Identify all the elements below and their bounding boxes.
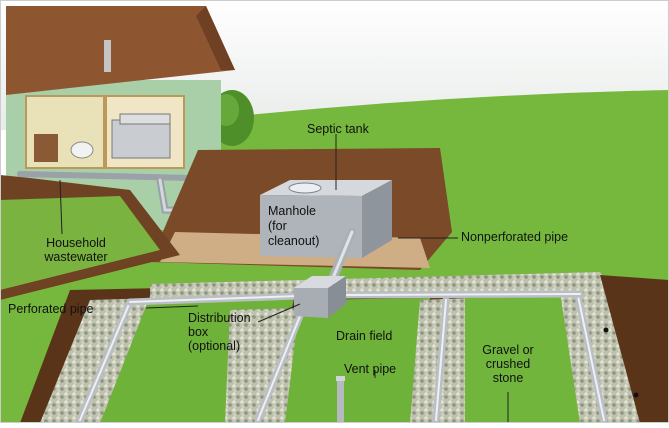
label-nonperforated-pipe: Nonperforated pipe xyxy=(461,230,569,244)
label-manhole-line: Manhole xyxy=(268,204,316,218)
label-household-line: Household xyxy=(46,236,106,250)
label-distribution-line: (optional) xyxy=(188,339,241,353)
marker-dot xyxy=(633,392,639,398)
leader-lines xyxy=(59,134,509,423)
marker-dot xyxy=(603,327,609,333)
drain-field-trenches xyxy=(20,272,669,423)
distribution-box xyxy=(294,276,346,318)
label-manhole-line: (for xyxy=(268,219,287,233)
perforated-pipes xyxy=(76,290,608,424)
label-gravel-line: crushed xyxy=(485,357,531,371)
label-perforated-pipe: Perforated pipe xyxy=(8,302,94,316)
label-household-wastewater: Household wastewater xyxy=(36,236,116,264)
label-gravel-line: stone xyxy=(492,371,524,385)
label-distribution-line: box xyxy=(188,325,209,339)
vent-pipe xyxy=(337,378,344,423)
label-vent-pipe: Vent pipe xyxy=(344,362,397,376)
label-gravel-line: Gravel or xyxy=(482,343,534,357)
label-manhole-line: cleanout) xyxy=(268,234,320,248)
label-household-line: wastewater xyxy=(44,250,108,264)
septic-tank xyxy=(260,180,392,258)
label-distribution-line: Distribution xyxy=(188,311,251,325)
label-distribution-box: Distribution box (optional) xyxy=(188,311,251,353)
label-gravel: Gravel or crushed stone xyxy=(476,343,540,385)
label-drain-field: Drain field xyxy=(336,329,393,343)
label-manhole: Manhole (for cleanout) xyxy=(268,204,319,249)
label-septic-tank: Septic tank xyxy=(307,122,369,136)
